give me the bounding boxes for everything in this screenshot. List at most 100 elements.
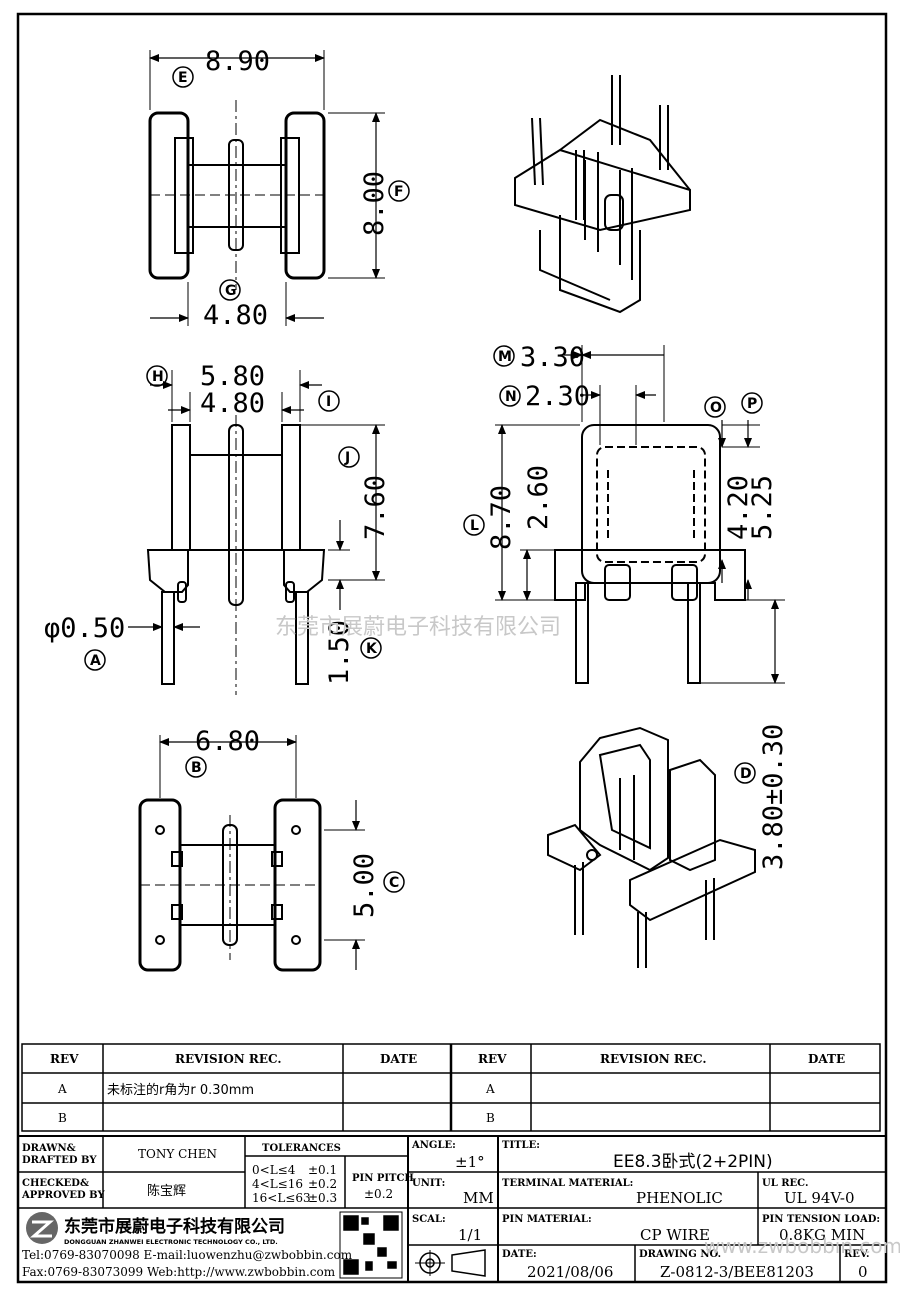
tol-value-1: ±0.1 [308, 1163, 337, 1177]
svg-text:B: B [191, 760, 202, 776]
callout-i: I [318, 390, 340, 412]
callout-c: C [383, 871, 405, 893]
callout-n: N [499, 385, 521, 407]
dim-side-pin-length: 3.80±0.30 [758, 724, 789, 870]
callout-d: D [734, 762, 756, 784]
company-fax: Fax:0769-83073099 Web:http://www.zwbobbi… [22, 1265, 336, 1279]
callout-h: H [146, 365, 168, 387]
top-view [148, 50, 385, 326]
callout-p: P [741, 392, 763, 414]
dim-top-height: 8.00 [359, 171, 390, 236]
pin-material-label: PIN MATERIAL: [502, 1214, 592, 1225]
svg-text:G: G [225, 283, 237, 299]
checked-label: CHECKED& APPROVED BY [21, 1178, 105, 1201]
svg-text:N: N [505, 389, 517, 405]
date-header-2: DATE [808, 1052, 845, 1066]
title-block [17, 1135, 887, 1283]
ul-label: UL REC. [762, 1178, 808, 1189]
watermark: 东莞市展蔚电子科技有限公司 [275, 615, 561, 640]
tol-range-3: 16<L≤63 [252, 1191, 311, 1205]
terminal-material-label: TERMINAL MATERIAL: [502, 1178, 633, 1189]
tol-range-1: 0<L≤4 [252, 1163, 296, 1177]
dim-side-inner: 2.30 [525, 381, 590, 412]
label-line: DRAFTED BY [22, 1155, 97, 1166]
callout-j: J [338, 446, 360, 468]
tol-value-2: ±0.2 [308, 1177, 337, 1191]
dim-front-height: 7.60 [360, 475, 391, 540]
company-name-en: DONGGUAN ZHANWEI ELECTRONIC TECHNOLOGY C… [64, 1238, 278, 1246]
date-label: DATE: [502, 1249, 537, 1260]
label-line: APPROVED BY [21, 1190, 105, 1201]
unit-value: MM [463, 1189, 494, 1207]
tolerances-label: TOLERANCES [262, 1143, 341, 1154]
dim-front-inner: 4.80 [200, 388, 265, 419]
pin-pitch-value: ±0.2 [364, 1187, 393, 1201]
drawing-no-value: Z-0812-3/BEE81203 [660, 1263, 814, 1281]
bottom-view [138, 735, 365, 972]
rev-header-2: REV [478, 1052, 507, 1066]
callout-g: G [219, 279, 241, 301]
ul-value: UL 94V-0 [784, 1189, 855, 1207]
isometric-view-bottom [547, 726, 756, 968]
rev-row-a2: A [485, 1082, 495, 1096]
company-tel: Tel:0769-83070098 E-mail:luowenzhu@zwbob… [22, 1248, 353, 1262]
svg-text:D: D [740, 766, 752, 782]
svg-text:P: P [747, 396, 757, 412]
svg-text:H: H [152, 369, 164, 385]
unit-label: UNIT: [412, 1178, 445, 1189]
callout-o: O [704, 396, 726, 418]
rev-rec-header-1: REVISION REC. [175, 1052, 282, 1066]
date-value: 2021/08/06 [527, 1263, 613, 1281]
drawing-no-label: DRAWING NO. [639, 1249, 721, 1260]
svg-text:E: E [178, 70, 188, 86]
svg-text:J: J [344, 450, 350, 466]
dim-bottom-height: 5.00 [349, 853, 380, 918]
rev-row-a-rec: 未标注的r角为r 0.30mm [107, 1082, 254, 1098]
svg-text:I: I [326, 394, 331, 410]
dim-bottom-width: 6.80 [195, 726, 260, 757]
angle-label: ANGLE: [411, 1140, 456, 1151]
side-view [495, 345, 785, 684]
pin-tension-label: PIN TENSION LOAD: [762, 1214, 880, 1225]
rev-value: 0 [858, 1263, 868, 1281]
rev-label: REV. [844, 1249, 869, 1260]
dim-side-height: 8.70 [486, 485, 517, 550]
terminal-material-value: PHENOLIC [636, 1189, 723, 1207]
svg-text:F: F [394, 184, 404, 200]
scale-value: 1/1 [458, 1226, 482, 1244]
svg-text:O: O [710, 400, 722, 416]
rev-row-b2: B [486, 1111, 495, 1125]
footer-watermark: www.zwbobbin.com [704, 1234, 900, 1258]
pin-material-value: CP WIRE [640, 1226, 710, 1244]
title-label: TITLE: [502, 1140, 540, 1151]
svg-text:K: K [366, 641, 378, 657]
dim-side-p: 5.25 [747, 475, 778, 540]
tol-range-2: 4<L≤16 [252, 1177, 303, 1191]
angle-value: ±1° [455, 1153, 485, 1171]
pin-pitch-label: PIN PITCH [352, 1173, 414, 1184]
dim-front-pin-length: 1.50 [324, 620, 355, 685]
rev-row-b: B [58, 1111, 67, 1125]
dim-side-o: 4.20 [723, 475, 754, 540]
rev-header-1: REV [50, 1052, 79, 1066]
revision-table [21, 1043, 881, 1132]
front-view [128, 370, 385, 695]
isometric-view-top [514, 75, 691, 314]
callout-a: A [84, 649, 106, 671]
drawn-label: DRAWN& DRAFTED BY [22, 1143, 97, 1166]
rev-rec-header-2: REVISION REC. [600, 1052, 707, 1066]
company-name-cn: 东莞市展蔚电子科技有限公司 [64, 1216, 285, 1237]
callout-f: F [388, 180, 410, 202]
callout-k: K [360, 637, 382, 659]
dim-side-top: 3.30 [520, 342, 585, 373]
scale-label: SCAL: [412, 1214, 446, 1225]
svg-text:L: L [470, 518, 479, 534]
date-header-1: DATE [380, 1052, 417, 1066]
svg-text:C: C [389, 875, 399, 891]
tol-value-3: ±0.3 [308, 1191, 337, 1205]
dim-top-inner: 4.80 [203, 300, 268, 331]
dim-side-window: 2.60 [523, 465, 554, 530]
svg-text:M: M [498, 349, 512, 365]
dim-front-pin-dia: φ0.50 [44, 613, 125, 644]
